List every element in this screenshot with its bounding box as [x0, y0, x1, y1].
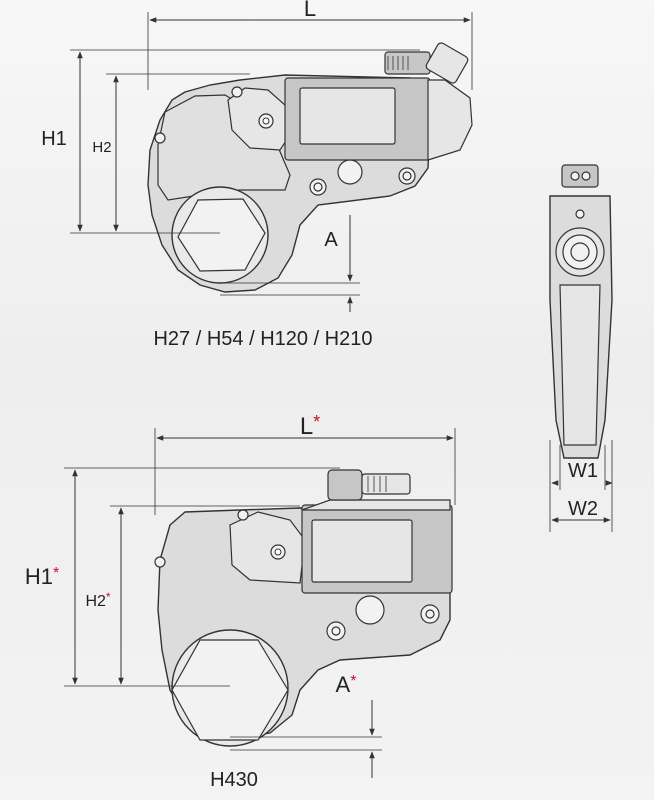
- top-dim-L-label: L: [304, 0, 316, 21]
- top-dim-A-label: A: [324, 229, 338, 251]
- side-dimensions: [549, 440, 613, 532]
- side-dim-W2-label: W2: [568, 498, 598, 520]
- top-wrench-drawing: [147, 42, 473, 293]
- side-view-drawing: [549, 164, 613, 459]
- top-caption: H27 / H54 / H120 / H210: [153, 328, 372, 350]
- bottom-caption: H430: [210, 769, 258, 791]
- top-dimensions: [70, 12, 473, 312]
- bottom-dim-L-label: L*: [300, 412, 320, 440]
- bottom-dim-H1-label: H1*: [25, 564, 59, 589]
- top-dim-H2-label: H2: [92, 139, 111, 156]
- bottom-dim-A-label: A*: [336, 672, 357, 697]
- bottom-dim-H2-label: H2*: [85, 590, 110, 610]
- side-dim-W1-label: W1: [568, 460, 598, 482]
- bottom-wrench-drawing: [154, 469, 453, 747]
- top-dim-H1-label: H1: [41, 128, 67, 150]
- bottom-dimensions: [64, 428, 456, 778]
